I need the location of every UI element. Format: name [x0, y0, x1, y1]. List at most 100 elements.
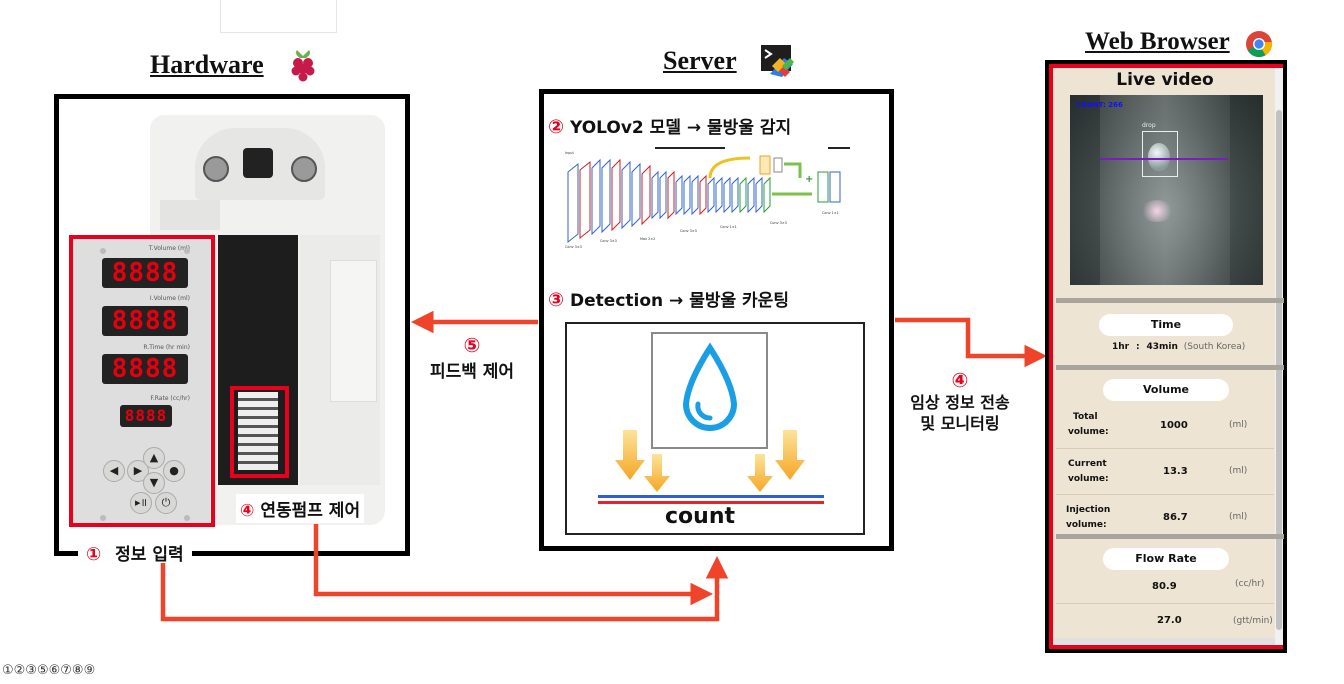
up-arrow-button[interactable]: ▲ — [143, 447, 165, 469]
r-time-label: R.Time (hr min) — [143, 344, 190, 351]
current-volume-unit: (ml) — [1229, 466, 1248, 476]
transmit-text-1: 임상 정보 전송 — [910, 393, 1010, 412]
section-divider — [1056, 534, 1284, 539]
injection-volume-value: 86.7 — [1163, 512, 1188, 523]
svg-text:+: + — [805, 174, 813, 185]
ok-button[interactable]: ● — [163, 460, 185, 482]
chrome-icon — [1246, 31, 1273, 58]
camera-lens-left — [203, 156, 229, 182]
total-volume-unit: (ml) — [1229, 420, 1248, 430]
footer-symbols: ①②③⑤⑥⑦⑧⑨ — [2, 663, 96, 678]
time-hr-unit: hr — [1118, 342, 1130, 352]
horizontal-scrollbar[interactable] — [1053, 638, 1275, 645]
count-line — [1100, 158, 1228, 160]
detection-label: ③ Detection → 물방울 카운팅 — [548, 286, 789, 311]
section-divider — [1056, 365, 1284, 370]
count-label: count — [665, 504, 735, 529]
time-readout: 1hr : 43min (South Korea) — [1112, 342, 1245, 352]
flow-rate-gtt-unit: (gtt/min) — [1233, 616, 1273, 626]
screw — [100, 515, 106, 521]
hardware-heading: Hardware — [150, 50, 264, 80]
droplet — [1148, 143, 1170, 171]
time-min-unit: min — [1159, 342, 1178, 352]
scrollbar-thumb[interactable] — [1276, 110, 1282, 630]
step-3-number: ③ — [548, 289, 565, 311]
time-title: Time — [1099, 314, 1233, 336]
time-hours: 1 — [1112, 342, 1119, 352]
down-arrow-button[interactable]: ▼ — [143, 472, 165, 494]
injection-volume-unit: (ml) — [1229, 512, 1248, 522]
power-button[interactable]: ⏻ — [155, 492, 177, 514]
svg-text:Conv 3×3: Conv 3×3 — [600, 239, 617, 243]
pump-highlight — [230, 386, 289, 478]
hardware-title: Hardware — [150, 50, 264, 79]
camera-module — [243, 148, 273, 178]
f-rate-label: F.Rate (cc/hr) — [150, 395, 190, 402]
detection-text: Detection → 물방울 카운팅 — [570, 291, 789, 311]
drop-tag: drop — [1142, 122, 1156, 129]
total-volume-label-1: Total — [1073, 412, 1098, 422]
screw — [100, 248, 106, 254]
detection-box — [1142, 131, 1178, 177]
i-volume-label: I.Volume (ml) — [149, 295, 190, 302]
injection-volume-label-2: volume: — [1066, 520, 1107, 530]
step-1-number: ① — [86, 544, 102, 565]
step-4-number: ④ — [240, 501, 255, 521]
step-4b-number: ④ — [951, 368, 969, 392]
time-separator: : — [1136, 342, 1140, 352]
flow-rate-cc-unit: (cc/hr) — [1235, 579, 1265, 589]
device-front-column — [160, 200, 220, 230]
screw — [184, 248, 190, 254]
transmit-text-2: 및 모니터링 — [920, 414, 1000, 433]
server-heading: Server — [663, 46, 737, 76]
t-volume-display: 8888 — [102, 258, 188, 288]
flow-rate-cc-value: 80.9 — [1152, 581, 1177, 592]
svg-text:Conv 3×3: Conv 3×3 — [680, 229, 697, 233]
time-zone: (South Korea) — [1183, 342, 1246, 352]
total-volume-label: Total volume: — [1068, 411, 1109, 438]
web-browser-heading: Web Browser — [1085, 28, 1230, 56]
current-volume-label: Current volume: — [1068, 458, 1109, 485]
camera-lens-right — [291, 156, 317, 182]
injection-volume-label: Injection volume: — [1066, 504, 1110, 531]
time-minutes: 43 — [1146, 342, 1160, 352]
top-frame — [220, 0, 337, 33]
input-panel-highlight — [69, 235, 215, 527]
video-glass — [1100, 95, 1230, 285]
transmit-label: ④ 임상 정보 전송 및 모니터링 — [895, 370, 1025, 434]
total-volume-label-2: volume: — [1068, 427, 1109, 437]
count-line-blue — [598, 495, 824, 498]
row-divider — [1056, 448, 1274, 449]
svg-text:Max 2×2: Max 2×2 — [640, 237, 655, 241]
row-divider — [1056, 603, 1274, 604]
svg-text:Conv 1×1: Conv 1×1 — [720, 225, 737, 229]
feedback-text: 피드백 제어 — [429, 362, 515, 382]
droplet-icon — [682, 342, 738, 431]
info-input-text: 정보 입력 — [115, 545, 184, 565]
flow-rate-title: Flow Rate — [1103, 548, 1229, 570]
left-arrow-button[interactable]: ◀ — [103, 460, 125, 482]
raspberry-pi-icon — [291, 50, 315, 82]
t-volume-label: T.Volume (ml) — [148, 245, 190, 252]
pump-control-label: ④ 연동펌프 제어 — [236, 494, 365, 523]
device-side-block — [330, 260, 377, 402]
section-divider — [1056, 298, 1284, 303]
play-pause-button[interactable]: ▸॥ — [130, 492, 152, 514]
f-rate-display: 8888 — [120, 405, 172, 427]
svg-text:Conv 3×3: Conv 3×3 — [565, 245, 582, 249]
flow-rate-gtt-value: 27.0 — [1157, 615, 1182, 626]
pump-roller — [238, 392, 278, 470]
light-reflection — [1140, 200, 1174, 222]
camera-housing — [195, 128, 325, 200]
step-2-number: ② — [548, 116, 565, 138]
feedback-label: ⑤ 피드백 제어 — [420, 333, 524, 382]
i-volume-display: 8888 — [102, 306, 188, 336]
row-divider — [1056, 494, 1274, 495]
pump-control-text: 연동펌프 제어 — [260, 501, 361, 521]
svg-text:Conv 1×1: Conv 1×1 — [822, 211, 839, 215]
yolo-text: YOLOv2 모델 → 물방울 감지 — [570, 118, 792, 138]
count-overlay: COUNT: 266 — [1076, 101, 1123, 109]
r-time-display: 8888 — [102, 354, 188, 384]
